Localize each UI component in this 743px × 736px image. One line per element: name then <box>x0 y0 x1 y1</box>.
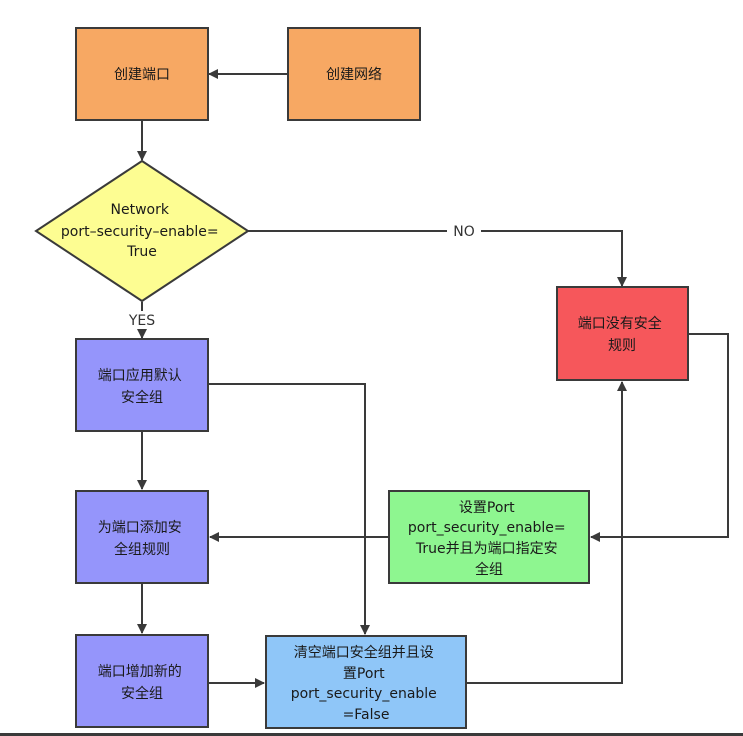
edge-label-no-group: NO <box>447 222 481 240</box>
node-create-network: 创建网络 <box>287 27 421 121</box>
node-set-port-security-true-line-2: port_security_enable= <box>408 520 566 536</box>
node-no-security-rules-line-2: 规则 <box>608 338 636 354</box>
svg-text:创建网络: 创建网络 <box>326 67 382 83</box>
edge-default-to-clear <box>209 383 370 635</box>
node-add-sg-rules-line-2: 全组规则 <box>114 541 170 558</box>
node-clear-sg-set-false-line-1: 清空端口安全组并且设 <box>294 644 434 661</box>
node-add-new-sg-line-1: 端口增加新的 <box>98 664 182 680</box>
svg-text:端口增加新的 安全组: 端口增加新的 安全组 <box>98 664 186 702</box>
svg-text:端口应用默认 安全组: 端口应用默认 安全组 <box>98 367 186 406</box>
svg-text:清空端口安全组并且设 置Port: 清空端口安全组并且设 置Port port_security_enable =F… <box>291 644 442 723</box>
node-no-security-rules: 端口没有安全 规则 <box>556 286 689 381</box>
node-add-sg-rules: 为端口添加安 全组规则 <box>75 490 209 584</box>
svg-text:创建端口: 创建端口 <box>114 67 170 83</box>
node-apply-default-sg-line-1: 端口应用默认 <box>98 367 182 384</box>
svg-text:设置Port port_security_e: 设置Port port_security_enable= True并且为端口指定… <box>408 500 570 578</box>
svg-text:为端口添加安 全组规则: 为端口添加安 全组规则 <box>98 520 186 558</box>
nodes: 创建网络 创建端口 Network port–security–enable= … <box>34 27 689 729</box>
edge-no-rules-to-set-true <box>590 333 729 542</box>
edge-label-yes: YES <box>128 313 155 329</box>
node-apply-default-sg: 端口应用默认 安全组 <box>75 338 209 432</box>
edge-decision-no <box>248 230 627 287</box>
svg-text:Network port–security–: Network port–security–enable= True <box>61 202 223 260</box>
node-decision-line-3: True <box>126 244 157 260</box>
edges <box>137 69 729 688</box>
edge-clear-to-no-rules <box>466 381 627 684</box>
edge-label-yes-group: YES <box>121 311 163 329</box>
edge-label-no: NO <box>453 224 475 240</box>
node-add-sg-rules-line-1: 为端口添加安 <box>98 520 182 536</box>
node-clear-sg-set-false-line-2: 置Port <box>343 666 385 682</box>
node-clear-sg-set-false-line-3: port_security_enable <box>291 686 437 702</box>
node-add-new-sg-line-2: 安全组 <box>121 685 163 702</box>
node-clear-sg-set-false-line-4: =False <box>343 707 390 723</box>
node-decision-line-2: port–security–enable= <box>61 224 219 240</box>
node-create-port: 创建端口 <box>75 27 209 121</box>
node-decision-line-1: Network <box>111 202 170 218</box>
node-create-port-line-1: 创建端口 <box>114 67 170 83</box>
node-set-port-security-true-line-1: 设置Port <box>459 500 515 516</box>
node-set-port-security-true-line-3: True并且为端口指定安 <box>415 541 558 557</box>
node-set-port-security-true: 设置Port port_security_enable= True并且为端口指定… <box>388 490 590 584</box>
node-create-network-line-1: 创建网络 <box>326 67 382 83</box>
node-clear-sg-set-false: 清空端口安全组并且设 置Port port_security_enable =F… <box>265 635 467 729</box>
node-add-new-sg: 端口增加新的 安全组 <box>75 634 209 728</box>
bottom-border <box>0 733 743 736</box>
node-set-port-security-true-line-4: 全组 <box>475 561 503 578</box>
node-apply-default-sg-line-2: 安全组 <box>121 389 163 406</box>
svg-text:端口没有安全 规则: 端口没有安全 规则 <box>578 315 666 354</box>
node-decision: Network port–security–enable= True <box>34 159 250 303</box>
node-no-security-rules-line-1: 端口没有安全 <box>578 315 662 332</box>
